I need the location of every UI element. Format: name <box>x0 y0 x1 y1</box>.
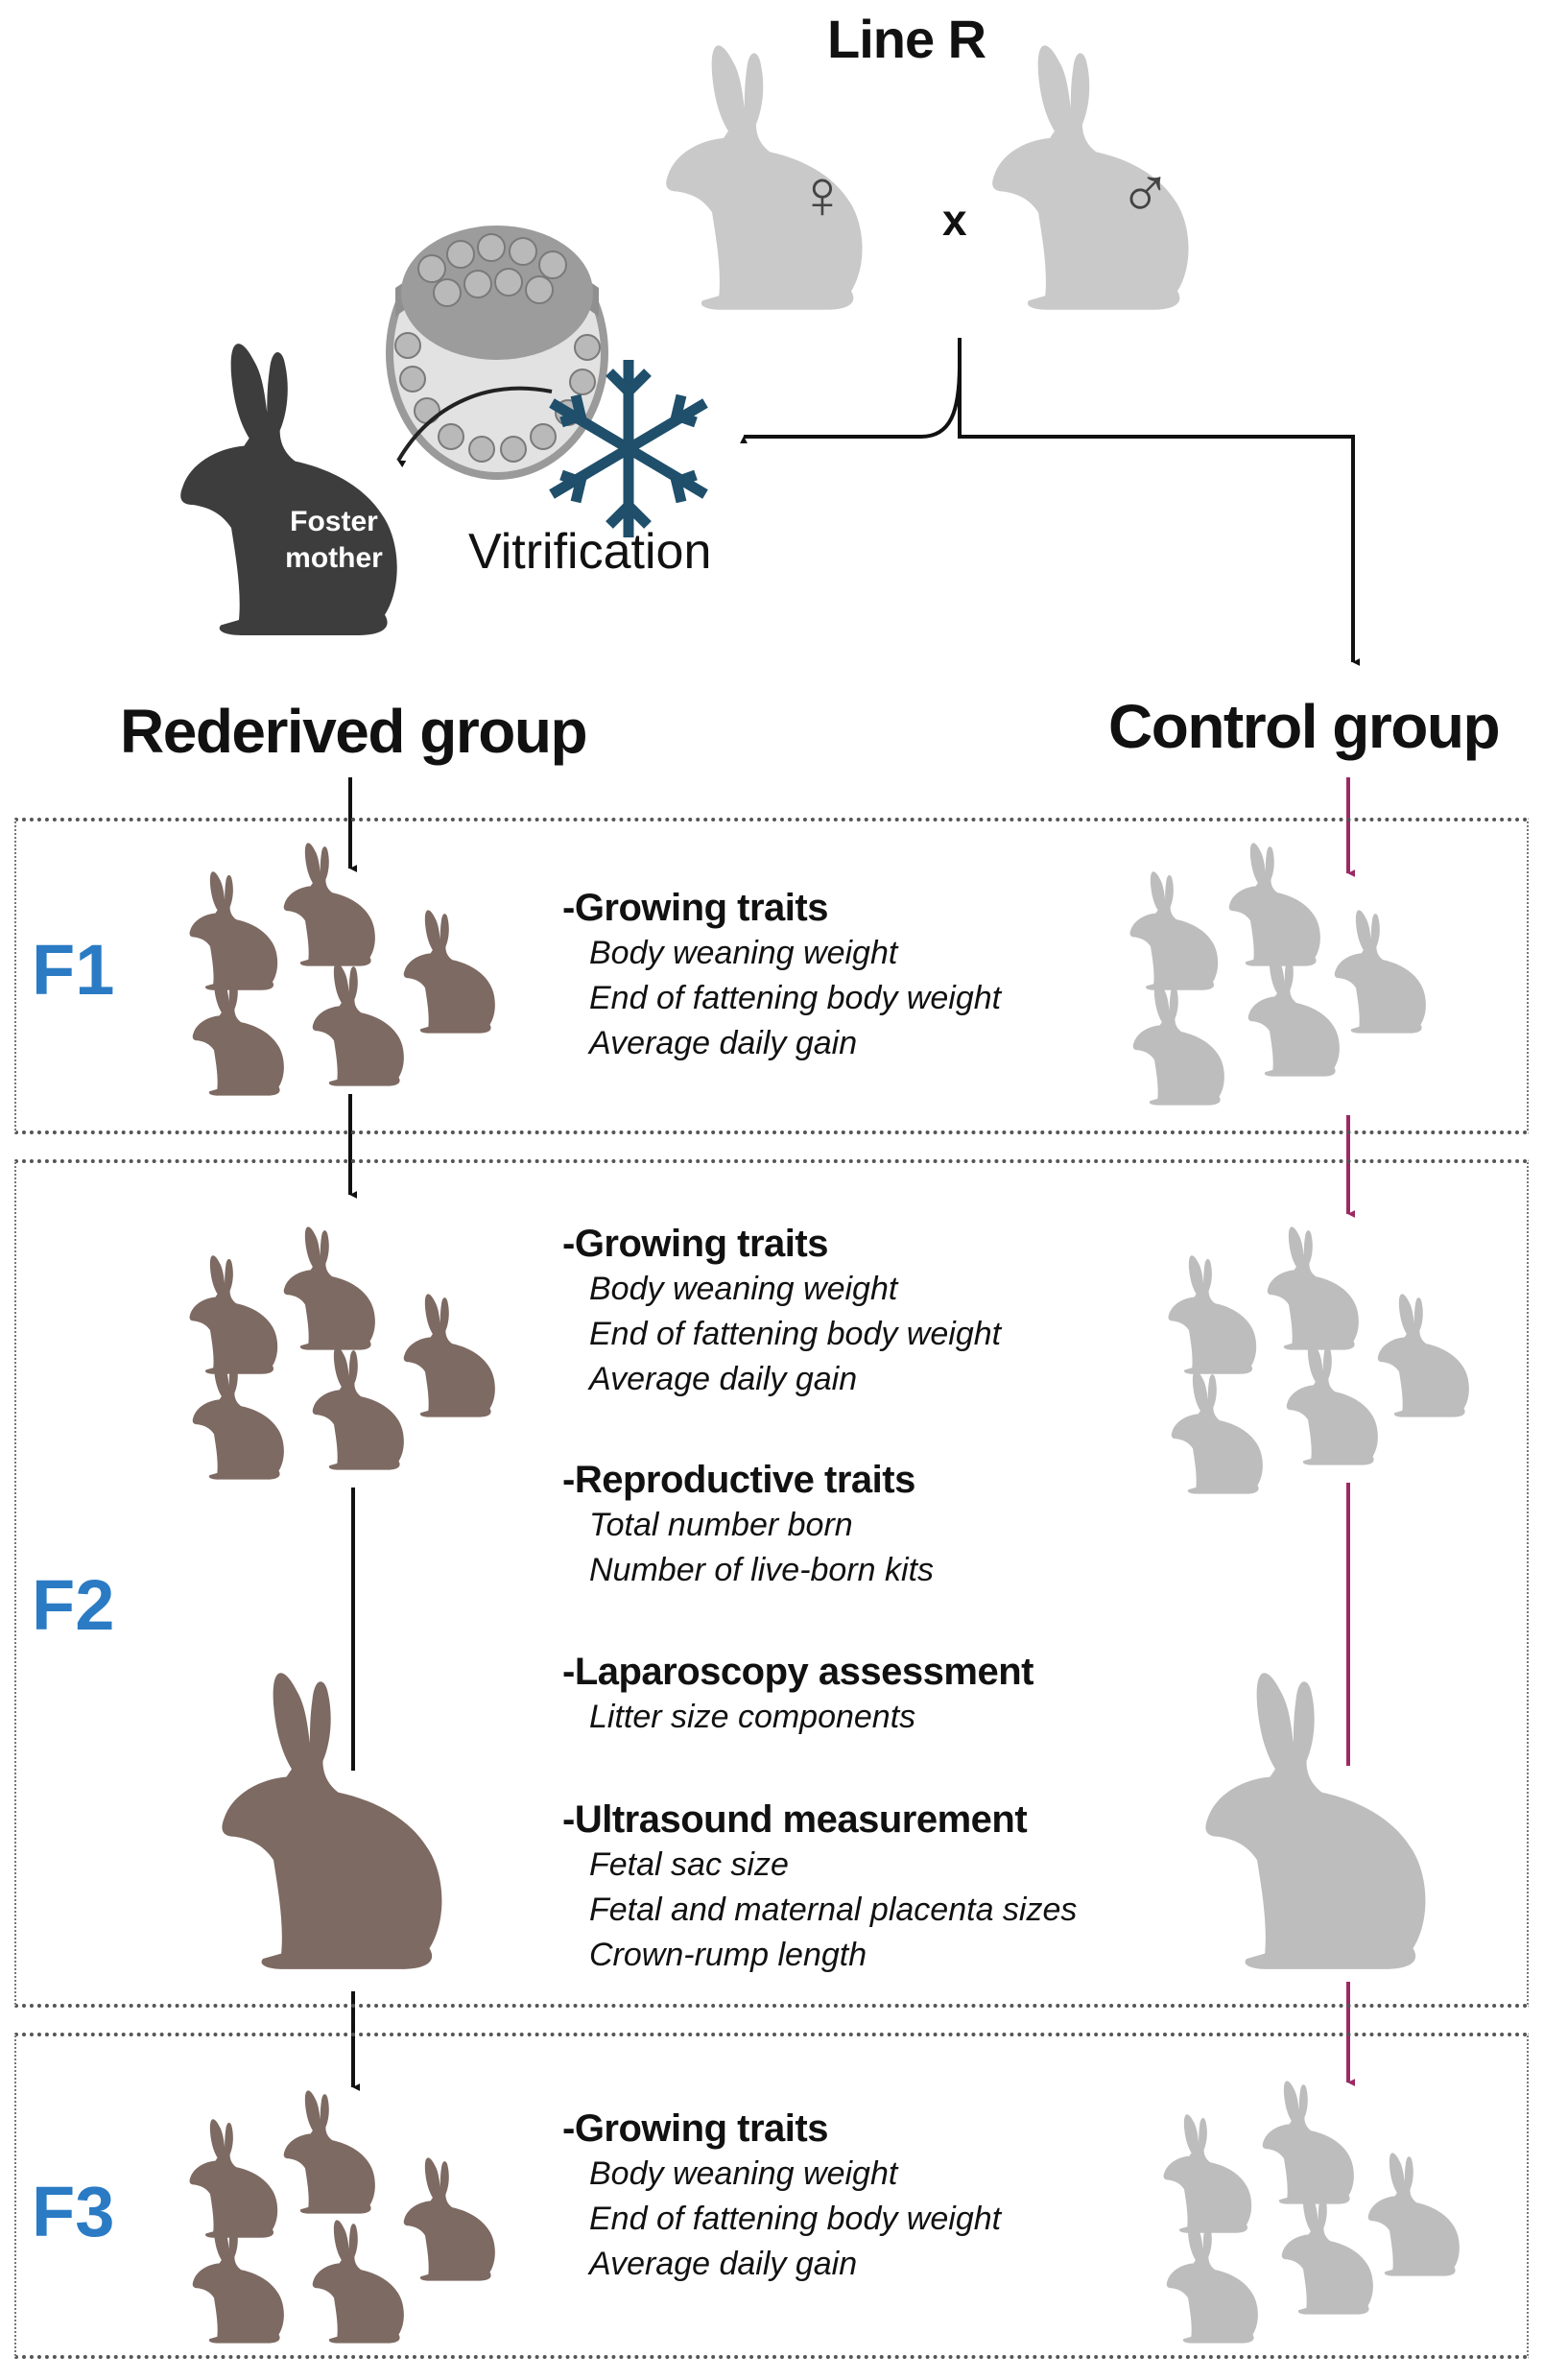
trait-item: Average daily gain <box>589 2246 858 2282</box>
rederivation-arrow <box>740 364 962 444</box>
trait-item: End of fattening body weight <box>589 2201 1002 2237</box>
trait-item: Average daily gain <box>589 1361 858 1397</box>
trait-item: Average daily gain <box>589 1025 858 1061</box>
f1-traits: -Growing traits Body weaning weight End … <box>562 885 1001 1066</box>
trait-item: Litter size components <box>589 1699 916 1735</box>
f2-ultrasound: -Ultrasound measurement Fetal sac size F… <box>562 1797 1077 1978</box>
foster-line-1: Foster <box>290 506 378 537</box>
trait-item: Number of live-born kits <box>589 1552 935 1588</box>
generation-box-f2 <box>14 1159 1529 2008</box>
control-group-title: Control group <box>1108 692 1501 761</box>
f2-growing-traits: -Growing traits Body weaning weight End … <box>562 1221 1001 1402</box>
trait-item: Fetal and maternal placenta sizes <box>589 1892 1078 1928</box>
foster-mother-silhouette <box>180 344 397 635</box>
generation-label-f2: F2 <box>32 1565 115 1645</box>
trait-item: Crown-rump length <box>589 1937 867 1973</box>
trait-item: Body weaning weight <box>589 1271 898 1307</box>
male-symbol-icon: ♂ <box>1118 153 1173 234</box>
trait-item: End of fattening body weight <box>589 980 1002 1016</box>
trait-item: Total number born <box>589 1507 853 1543</box>
trait-item: Body weaning weight <box>589 935 898 971</box>
f2-reproductive-traits: -Reproductive traits Total number born N… <box>562 1457 934 1593</box>
rederived-group-title: Rederived group <box>120 697 588 766</box>
trait-item: Fetal sac size <box>589 1846 789 1883</box>
f3-traits: -Growing traits Body weaning weight End … <box>562 2106 1001 2287</box>
trait-heading: -Growing traits <box>562 887 828 929</box>
generation-label-f3: F3 <box>32 2172 115 2251</box>
female-symbol-icon: ♀ <box>796 156 848 233</box>
trait-heading: -Reproductive traits <box>562 1459 915 1501</box>
trait-heading: -Growing traits <box>562 2107 828 2150</box>
cross-symbol: x <box>942 195 967 245</box>
trait-item: End of fattening body weight <box>589 1316 1002 1352</box>
vitrification-label: Vitrification <box>468 524 712 580</box>
trait-item: Body weaning weight <box>589 2155 898 2192</box>
f2-laparoscopy: -Laparoscopy assessment Litter size comp… <box>562 1649 1033 1740</box>
snowflake-icon <box>549 360 708 537</box>
generation-box-f3 <box>14 2033 1529 2359</box>
embryo-icon <box>386 226 608 480</box>
line-r-title: Line R <box>827 9 986 69</box>
split-connector <box>958 338 1361 666</box>
trait-heading: -Growing traits <box>562 1223 828 1265</box>
foster-mother-label: Foster mother <box>257 504 411 577</box>
trait-heading: -Laparoscopy assessment <box>562 1651 1033 1693</box>
generation-box-f1 <box>14 818 1529 1134</box>
trait-heading: -Ultrasound measurement <box>562 1798 1028 1841</box>
generation-label-f1: F1 <box>32 930 115 1010</box>
transfer-arrow <box>396 386 553 468</box>
foster-line-2: mother <box>285 542 383 574</box>
